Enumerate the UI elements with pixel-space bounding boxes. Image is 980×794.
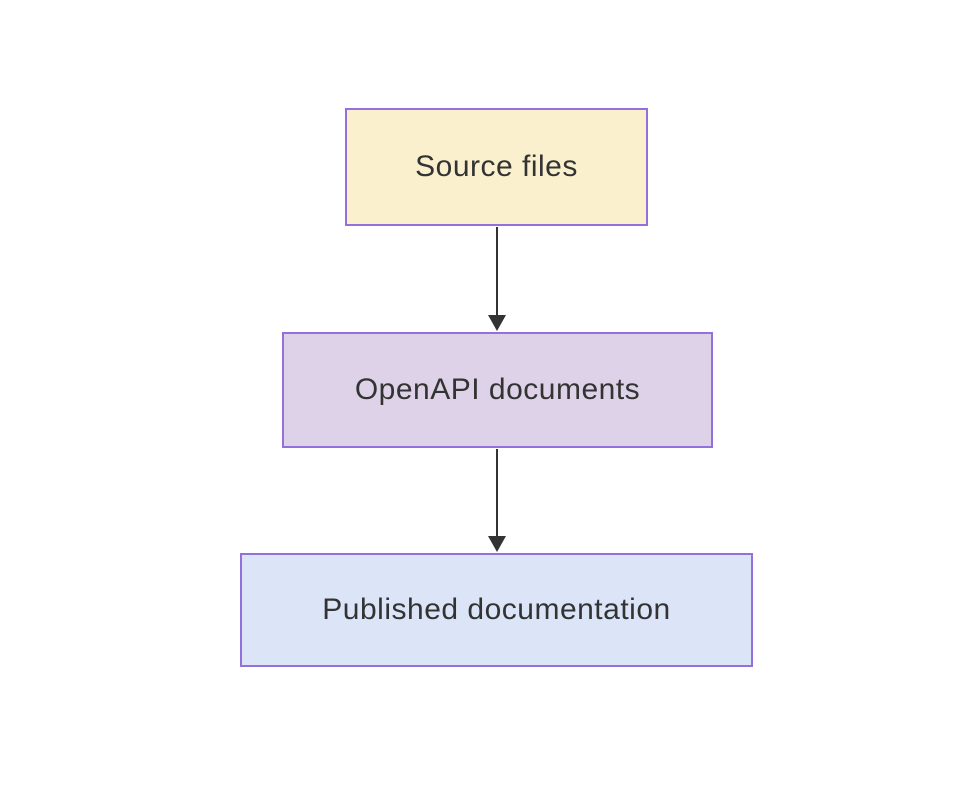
node-source-files: Source files — [345, 108, 648, 226]
arrowhead-down-icon — [488, 315, 506, 331]
node-published-documentation-label: Published documentation — [322, 593, 671, 626]
edge-source-to-openapi — [488, 227, 506, 331]
node-source-files-label: Source files — [415, 150, 578, 183]
arrowhead-down-icon — [488, 536, 506, 552]
node-openapi-documents-label: OpenAPI documents — [354, 373, 641, 406]
edge-openapi-to-published — [488, 449, 506, 552]
node-published-documentation: Published documentation — [240, 553, 753, 667]
node-openapi-documents: OpenAPI documents — [282, 332, 713, 448]
